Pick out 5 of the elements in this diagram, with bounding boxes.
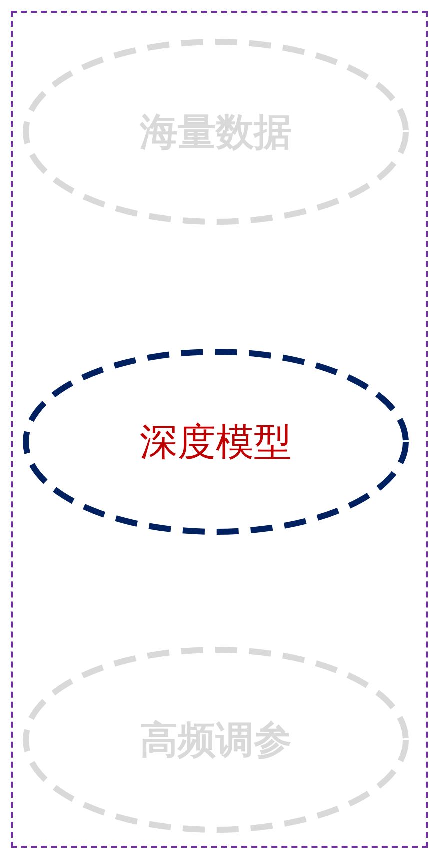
dashed-ellipse <box>22 646 410 834</box>
dashed-frame <box>11 11 428 848</box>
dashed-ellipse <box>22 348 410 536</box>
dashed-ellipse <box>22 38 410 226</box>
ellipse-label: 深度模型 <box>140 420 292 464</box>
